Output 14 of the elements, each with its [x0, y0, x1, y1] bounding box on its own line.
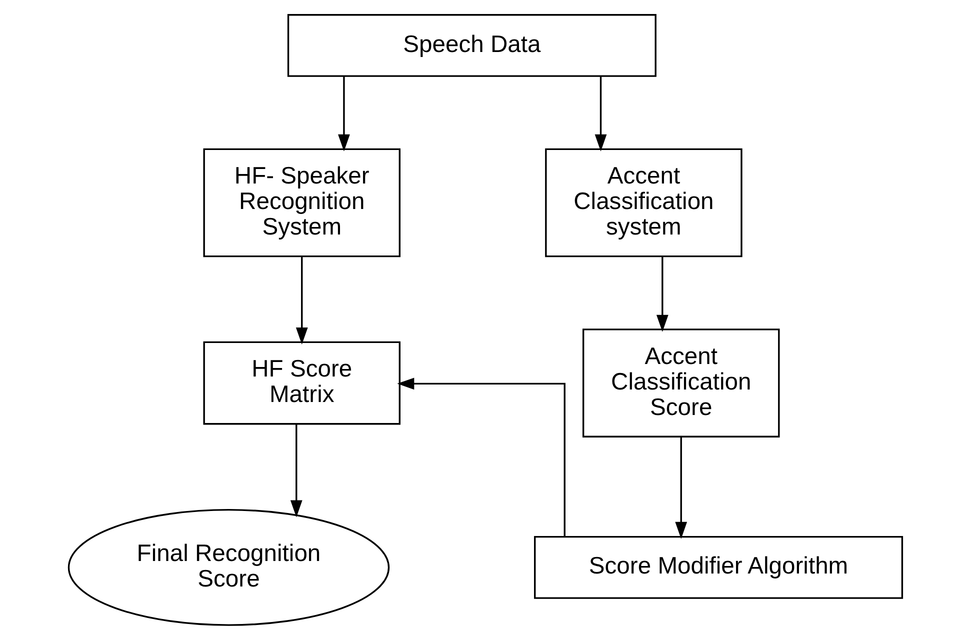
arrow	[397, 378, 566, 536]
node-box: Score Modifier Algorithm	[534, 536, 904, 599]
arrow	[296, 256, 308, 345]
node-box: HF- Speaker Recognition System	[203, 148, 401, 258]
node-box: HF Score Matrix	[203, 341, 401, 425]
arrow	[594, 76, 607, 152]
node-ellipse: Final Recognition Score	[68, 508, 390, 626]
node-box: Speech Data	[287, 14, 656, 77]
node-box: Accent Classification Score	[582, 328, 780, 438]
node-box: Accent Classification system	[545, 148, 742, 258]
arrow	[675, 436, 688, 539]
arrow	[290, 424, 302, 518]
arrow	[338, 76, 350, 152]
arrow	[656, 256, 668, 332]
